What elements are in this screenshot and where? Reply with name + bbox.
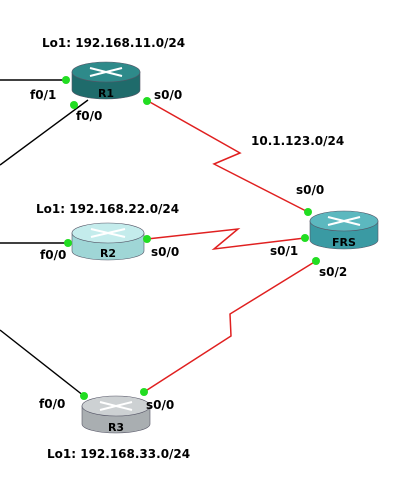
router-r3[interactable]: R3 (81, 395, 151, 434)
iface-label-r3-f00: f0/0 (39, 397, 65, 411)
r2-loopback-label: Lo1: 192.168.22.0/24 (36, 202, 179, 216)
router-r1-label: R1 (98, 87, 114, 100)
router-r2[interactable]: R2 (71, 222, 145, 261)
iface-label-frs-s02: s0/2 (319, 265, 347, 279)
router-icon (99, 401, 133, 411)
router-frs[interactable]: FRS (309, 210, 379, 250)
router-r2-label: R2 (100, 247, 116, 260)
iface-label-r1-s00: s0/0 (154, 88, 182, 102)
iface-label-frs-s00: s0/0 (296, 183, 324, 197)
ethernet-links (0, 79, 89, 397)
link-r2-frs (146, 227, 306, 251)
port-dot-r2-f00 (64, 239, 72, 247)
port-dot-frs-s01 (301, 234, 309, 242)
port-dot-r1-s00 (143, 97, 151, 105)
router-r3-label: R3 (108, 421, 124, 434)
iface-label-r1-f00: f0/0 (76, 109, 102, 123)
port-dot-frs-s02 (312, 257, 320, 265)
port-dot-frs-s00 (304, 208, 312, 216)
r1-loopback-label: Lo1: 192.168.11.0/24 (42, 36, 185, 50)
serial-links (143, 100, 317, 393)
port-dot-r3-s00 (140, 388, 148, 396)
router-icon (327, 216, 361, 226)
link-r1-frs (147, 100, 309, 213)
iface-label-r2-s00: s0/0 (151, 245, 179, 259)
iface-label-frs-s01: s0/1 (270, 244, 298, 258)
port-dot-r3-f00 (80, 392, 88, 400)
link-r1-f00 (0, 99, 89, 166)
router-r1[interactable]: R1 (71, 61, 141, 100)
router-icon (90, 228, 126, 238)
iface-label-r3-s00: s0/0 (146, 398, 174, 412)
router-icon (89, 67, 123, 77)
port-status-dots (62, 76, 320, 400)
router-frs-label: FRS (332, 236, 356, 249)
port-dot-r2-s00 (143, 235, 151, 243)
r3-loopback-label: Lo1: 192.168.33.0/24 (47, 447, 190, 461)
port-dot-r1-f01 (62, 76, 70, 84)
serial-network-label: 10.1.123.0/24 (251, 134, 344, 148)
iface-label-r2-f00: f0/0 (40, 248, 66, 262)
link-r3-frs (143, 260, 317, 393)
link-r3-f00 (0, 329, 85, 397)
port-dot-r1-f00 (70, 101, 78, 109)
iface-label-r1-f01: f0/1 (30, 88, 56, 102)
